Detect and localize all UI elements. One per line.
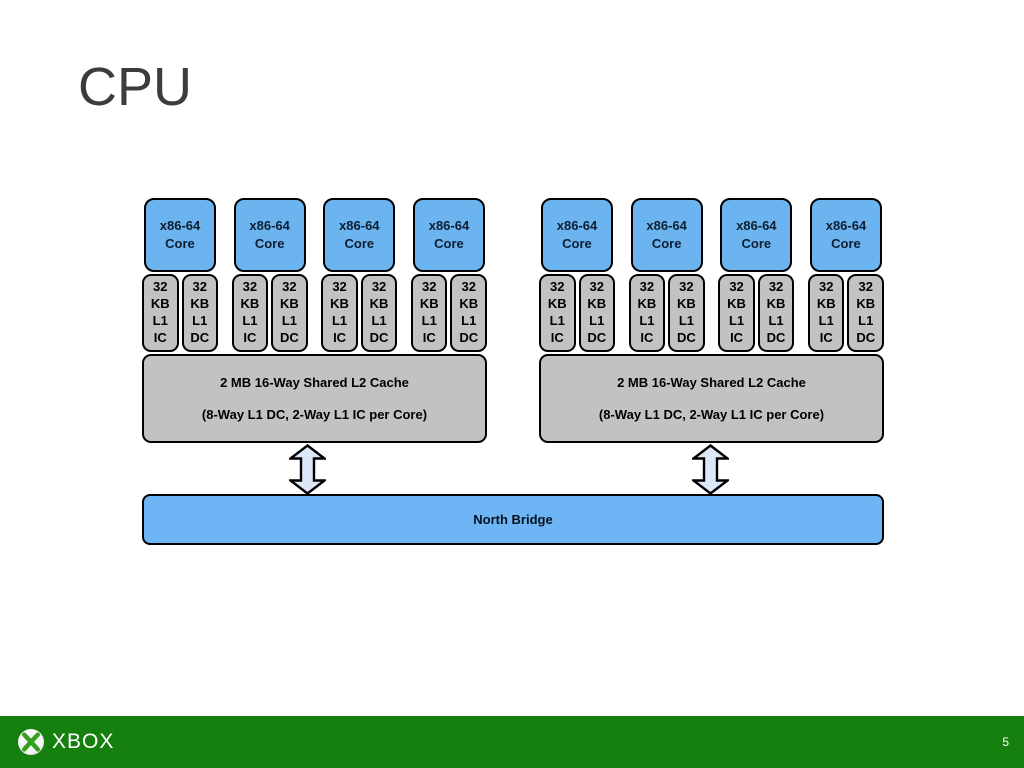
core-box: x86-64 Core xyxy=(323,198,396,272)
l1-dc-box: 32 KB L1 DC xyxy=(450,274,487,352)
core-row: x86-64 Core 32 KB L1 IC 32 KB L1 DC x86-… xyxy=(539,198,884,352)
page-title: CPU xyxy=(78,57,193,117)
core-box: x86-64 Core xyxy=(630,198,703,272)
l1-dc-box: 32 KB L1 DC xyxy=(181,274,218,352)
l2-cache-box: 2 MB 16-Way Shared L2 Cache (8-Way L1 DC… xyxy=(142,354,487,443)
l1-ic-box: 32 KB L1 IC xyxy=(539,274,576,352)
l1-ic-box: 32 KB L1 IC xyxy=(231,274,269,352)
core-column: x86-64 Core 32 KB L1 IC 32 KB L1 DC xyxy=(142,198,218,352)
l1-ic-box: 32 KB L1 IC xyxy=(142,274,179,352)
core-column: x86-64 Core 32 KB L1 IC 32 KB L1 DC xyxy=(410,198,487,352)
l2-cache-line1: 2 MB 16-Way Shared L2 Cache xyxy=(617,375,806,390)
xbox-logo-icon xyxy=(18,729,44,755)
l1-cache-pair: 32 KB L1 IC 32 KB L1 DC xyxy=(807,274,884,352)
cpu-cluster-left: x86-64 Core 32 KB L1 IC 32 KB L1 DC x86-… xyxy=(142,198,487,443)
l1-cache-pair: 32 KB L1 IC 32 KB L1 DC xyxy=(539,274,615,352)
l2-cache-line1: 2 MB 16-Way Shared L2 Cache xyxy=(220,375,409,390)
core-box: x86-64 Core xyxy=(144,198,216,272)
l2-cache-box: 2 MB 16-Way Shared L2 Cache (8-Way L1 DC… xyxy=(539,354,884,443)
core-column: x86-64 Core 32 KB L1 IC 32 KB L1 DC xyxy=(231,198,308,352)
l1-ic-box: 32 KB L1 IC xyxy=(807,274,845,352)
core-column: x86-64 Core 32 KB L1 IC 32 KB L1 DC xyxy=(718,198,795,352)
l1-dc-box: 32 KB L1 DC xyxy=(668,274,705,352)
l2-cache-line2: (8-Way L1 DC, 2-Way L1 IC per Core) xyxy=(598,407,825,422)
l1-dc-box: 32 KB L1 DC xyxy=(847,274,884,352)
l1-cache-pair: 32 KB L1 IC 32 KB L1 DC xyxy=(718,274,795,352)
l1-dc-box: 32 KB L1 DC xyxy=(578,274,615,352)
l1-dc-box: 32 KB L1 DC xyxy=(360,274,398,352)
core-row: x86-64 Core 32 KB L1 IC 32 KB L1 DC x86-… xyxy=(142,198,487,352)
l1-ic-box: 32 KB L1 IC xyxy=(410,274,448,352)
core-column: x86-64 Core 32 KB L1 IC 32 KB L1 DC xyxy=(807,198,884,352)
l1-ic-box: 32 KB L1 IC xyxy=(321,274,358,352)
l1-cache-pair: 32 KB L1 IC 32 KB L1 DC xyxy=(410,274,487,352)
bidirectional-arrow-icon xyxy=(289,444,326,495)
l1-cache-pair: 32 KB L1 IC 32 KB L1 DC xyxy=(142,274,218,352)
core-box: x86-64 Core xyxy=(412,198,485,272)
xbox-wordmark: XBOX xyxy=(52,729,115,753)
l1-dc-box: 32 KB L1 DC xyxy=(271,274,308,352)
core-box: x86-64 Core xyxy=(233,198,306,272)
page-number: 5 xyxy=(1002,735,1009,749)
core-box: x86-64 Core xyxy=(541,198,613,272)
north-bridge-box: North Bridge xyxy=(142,494,884,545)
l1-cache-pair: 32 KB L1 IC 32 KB L1 DC xyxy=(321,274,398,352)
core-column: x86-64 Core 32 KB L1 IC 32 KB L1 DC xyxy=(539,198,615,352)
l1-ic-box: 32 KB L1 IC xyxy=(718,274,755,352)
bidirectional-arrow-icon xyxy=(692,444,729,495)
l1-cache-pair: 32 KB L1 IC 32 KB L1 DC xyxy=(231,274,308,352)
l1-cache-pair: 32 KB L1 IC 32 KB L1 DC xyxy=(628,274,705,352)
l2-cache-line2: (8-Way L1 DC, 2-Way L1 IC per Core) xyxy=(201,407,428,422)
l1-ic-box: 32 KB L1 IC xyxy=(628,274,666,352)
cpu-cluster-right: x86-64 Core 32 KB L1 IC 32 KB L1 DC x86-… xyxy=(539,198,884,443)
core-box: x86-64 Core xyxy=(809,198,882,272)
core-box: x86-64 Core xyxy=(720,198,793,272)
core-column: x86-64 Core 32 KB L1 IC 32 KB L1 DC xyxy=(628,198,705,352)
l1-dc-box: 32 KB L1 DC xyxy=(757,274,795,352)
core-column: x86-64 Core 32 KB L1 IC 32 KB L1 DC xyxy=(321,198,398,352)
footer-bar: XBOX 5 xyxy=(0,716,1024,768)
